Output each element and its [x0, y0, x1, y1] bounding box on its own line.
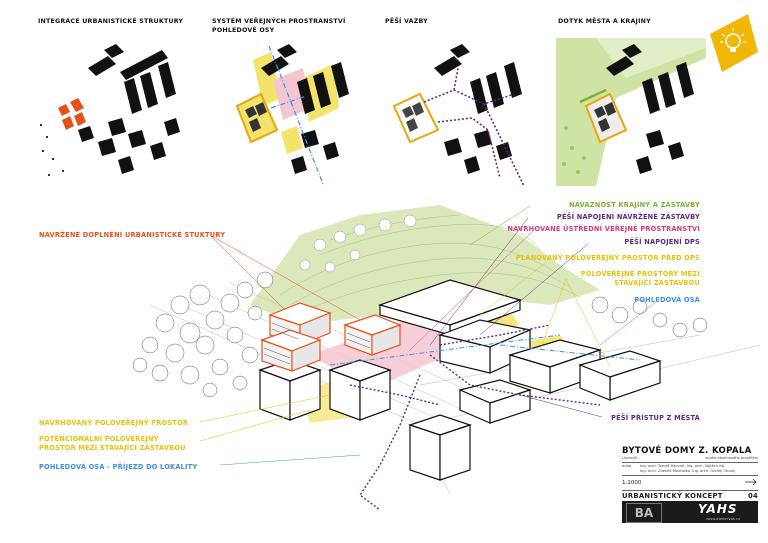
authors-row: autor Ing. arch. Tomáš Mervart, Ing. arc… — [622, 464, 758, 474]
concept-row: URBANISTICKÝ KONCEPT 04 — [622, 492, 758, 500]
label-pesi-napojeni-zastavby: PĚŠÍ NAPOJENÍ NAVRŽENÉ ZÁSTAVBY — [556, 213, 700, 221]
panel-1-caption: INTEGRACE URBANISTICKÉ STRUKTURY — [38, 18, 184, 25]
label-potencionalni-line1: POTENCIONÁLNÍ POLOVEŘEJNÝ — [39, 435, 159, 443]
north-arrow-icon — [744, 478, 758, 488]
sheet-number: 04 — [747, 492, 758, 500]
authors-label: autor — [622, 464, 632, 468]
panel-dotyk-mesta — [556, 38, 706, 186]
footer-logos: BA YAHS www.ateliervas.cz — [622, 501, 758, 523]
panel-integrace — [38, 38, 188, 186]
scale-row: 1:1000 — [622, 477, 758, 489]
website: www.ateliervas.cz — [706, 516, 741, 521]
study-type: studie objemového prověření — [705, 456, 758, 460]
authors-line2: Ing. arch. Zdeněk Mondalka, Ing. arch. O… — [640, 469, 735, 473]
label-potencionalni-prostor: POTENCIONÁLNÍ POLOVEŘEJNÝ PROSTOR MEZI S… — [39, 435, 186, 452]
panel-pesi-vazby — [384, 38, 534, 186]
label-navrhovany-polo-prostor: NAVRHOVANÝ POLOVEŘEJNÝ PROSTOR — [39, 419, 189, 427]
proposed-buildings — [260, 302, 402, 372]
label-polo-prostor-dps: PLÁNOVANÝ POLOVEŘEJNÝ PROSTOR PŘED DPS — [515, 254, 700, 262]
subtitle-row: Litomyšl studie objemového prověření — [622, 456, 758, 461]
label-pohledova-osa-prijezd: POHLEDOVÁ OSA - PŘÍJEZD DO LOKALITY — [39, 463, 198, 471]
label-ustredni-prostranstvi: NAVRHOVANÉ ÚSTŘEDNÍ VEŘEJNÉ PROSTRANSTVÍ — [507, 225, 700, 233]
pedestrian-paths — [349, 324, 601, 511]
sheet-title: URBANISTICKÝ KONCEPT — [622, 492, 723, 500]
existing-buildings — [258, 279, 662, 481]
label-potencionalni-line2: PROSTOR MEZI STÁVAJÍCÍ ZÁSTAVBOU — [39, 443, 186, 452]
panel-2-caption-line1: SYSTÉM VEŘEJNÝCH PROSTRANSTVÍ — [212, 18, 346, 25]
panel-verejna-prostranstvi — [211, 38, 361, 186]
axonometric-diagram — [132, 205, 761, 511]
label-polo-prostory-line1: POLOVEŘEJNÉ PROSTORY MEZI — [580, 270, 700, 278]
title-block: BYTOVÉ DOMY Z. KOPALA Litomyšl studie ob… — [622, 446, 758, 500]
label-pesi-pristup: PĚŠÍ PŘÍSTUP Z MĚSTA — [611, 414, 700, 422]
label-navrzene-doplneni: NAVRŽENÉ DOPLNĚNÍ URBANISTICKÉ STUKTURY — [39, 231, 226, 239]
label-pesi-napojeni-dps: PĚŠÍ NAPOJENÍ DPS — [624, 238, 700, 246]
panel-2-caption: SYSTÉM VEŘEJNÝCH PROSTRANSTVÍ POHLEDOVÉ … — [212, 17, 346, 35]
label-pohledova-osa: POHLEDOVÁ OSA — [634, 296, 700, 304]
view-axis — [329, 334, 641, 366]
panel-3-caption: PĚŠÍ VAZBY — [385, 18, 428, 25]
panel-4-caption: DOTYK MĚSTA A KRAJINY — [558, 18, 651, 25]
location: Litomyšl — [622, 456, 638, 460]
lightbulb-icon — [708, 14, 758, 72]
panel-2-caption-line2: POHLEDOVÉ OSY — [212, 27, 275, 34]
scale: 1:1000 — [622, 480, 642, 486]
authors-line1: Ing. arch. Tomáš Mervart, Ing. arch. Voj… — [640, 464, 726, 468]
trees-left — [132, 271, 274, 398]
logo-ba: BA — [626, 503, 662, 523]
label-polo-prostory-line2: STÁVAJÍCÍ ZÁSTAVBOU — [614, 278, 700, 287]
project-title: BYTOVÉ DOMY Z. KOPALA — [622, 446, 752, 456]
label-navaznost-krajiny: NÁVAZNOST KRAJINY A ZÁSTAVBY — [569, 201, 700, 209]
label-polo-prostory-mezi: POLOVEŘEJNÉ PROSTORY MEZI STÁVAJÍCÍ ZÁST… — [581, 270, 700, 287]
logo-yahs: YAHS — [698, 502, 738, 516]
